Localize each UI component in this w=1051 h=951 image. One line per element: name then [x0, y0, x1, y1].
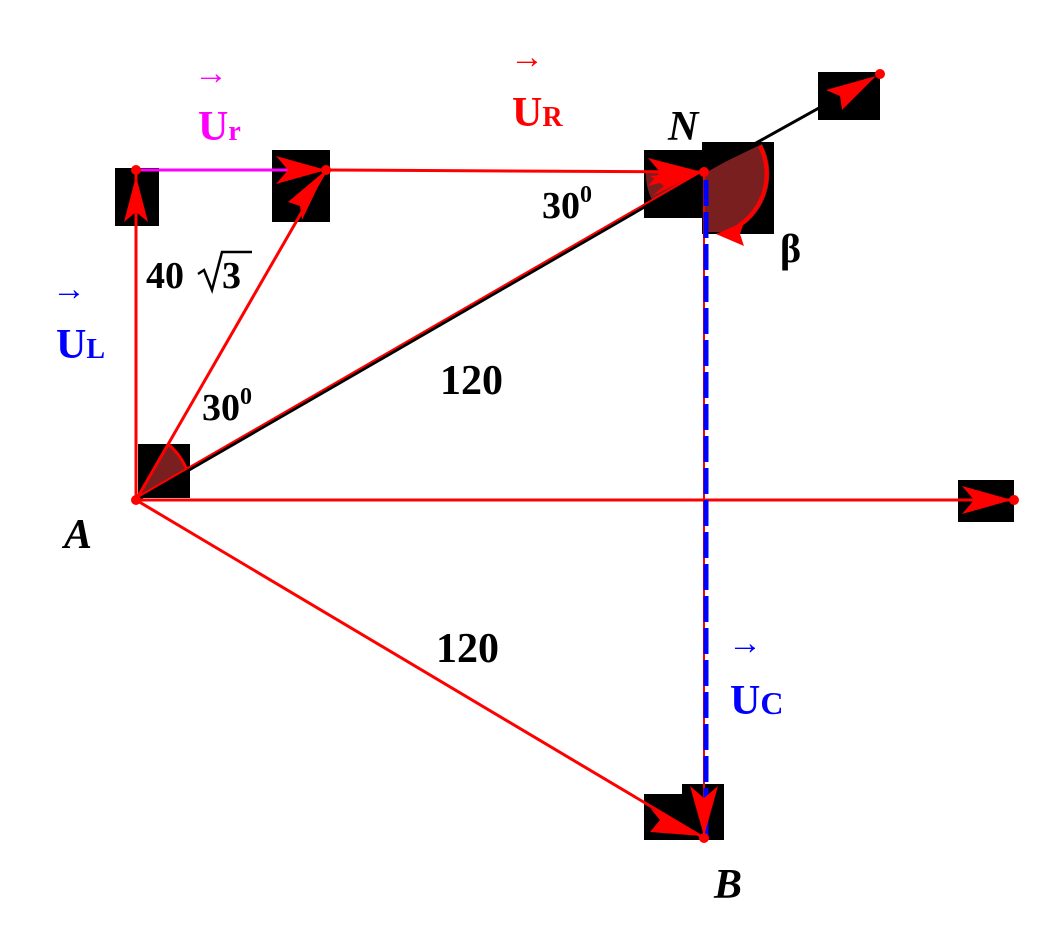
dot-n [699, 167, 709, 177]
length-label-ab: 120 [436, 626, 499, 672]
vector-arrow-ul: → [52, 271, 86, 308]
vector-label-ul: UL [56, 322, 105, 368]
dot-ext [875, 69, 885, 79]
angle-label-beta: β [780, 226, 801, 271]
angle-wedge-a [136, 444, 188, 500]
arrowhead-x-axis [962, 486, 1012, 514]
arrowhead-uc [690, 786, 718, 836]
arrowhead-ab [650, 808, 702, 836]
line-ur-big [325, 168, 705, 174]
vector-label-ur-big: UR [512, 90, 563, 136]
vector-arrow-uc: → [728, 625, 762, 662]
line-an-red [135, 169, 705, 499]
arrowhead-beta [716, 222, 744, 246]
length-label-an: 120 [440, 358, 503, 404]
angle-label-a: 300 [202, 384, 252, 429]
arrowhead-ext [826, 76, 876, 110]
arc-n [736, 145, 769, 228]
point-label-n: N [667, 104, 700, 150]
dot-a [131, 495, 141, 505]
vector-arrow-ur-big: → [510, 39, 544, 76]
endpoint-dots [131, 69, 1019, 843]
point-label-b: B [713, 862, 742, 908]
arrowheads [124, 76, 1012, 836]
arrowhead-a-ur [288, 170, 326, 220]
line-ab [135, 498, 705, 840]
vector-arrow-ur-small: → [194, 55, 228, 92]
length-label-ul: 40 [146, 255, 184, 297]
arrowhead-ur-big [648, 158, 702, 186]
line-an-black [134, 170, 706, 502]
angle-label-n: 300 [542, 182, 592, 227]
vector-label-ur-small: Ur [198, 104, 241, 150]
sqrt-radical [197, 250, 252, 294]
line-a-to-ur [134, 169, 328, 501]
length-label-ul-root: 3 [222, 255, 241, 297]
arc-a [167, 442, 188, 469]
arrowhead-ur-small [276, 156, 326, 184]
dot-x-axis [1009, 495, 1019, 505]
point-label-a: A [61, 512, 92, 558]
dot-ur-tip [321, 165, 331, 175]
dot-b [699, 833, 709, 843]
dot-ul-tip [131, 165, 141, 175]
vector-label-uc: UC [730, 678, 783, 724]
arrowhead-ul [124, 176, 148, 222]
